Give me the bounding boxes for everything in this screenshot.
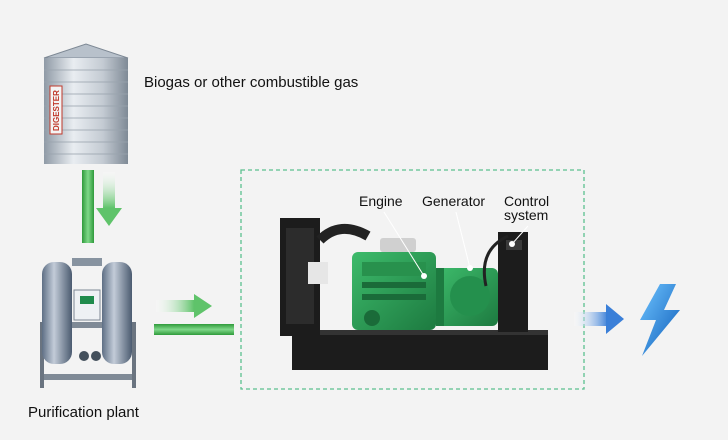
purification-plant-icon — [40, 258, 136, 388]
flow-purifier-to-genset — [154, 294, 234, 335]
generator-set-icon — [280, 212, 548, 370]
flow-digester-to-purifier — [82, 170, 122, 243]
digester-text: DIGESTER — [52, 90, 61, 131]
label-engine: Engine — [359, 194, 403, 209]
lightning-bolt-icon — [640, 284, 680, 356]
label-purification-plant: Purification plant — [28, 404, 139, 421]
flow-genset-to-electricity — [574, 304, 624, 334]
label-biogas: Biogas or other combustible gas — [144, 74, 358, 91]
label-generator: Generator — [422, 194, 485, 209]
label-control-line2: system — [504, 208, 548, 223]
digester-tank-icon: DIGESTER — [44, 44, 128, 164]
